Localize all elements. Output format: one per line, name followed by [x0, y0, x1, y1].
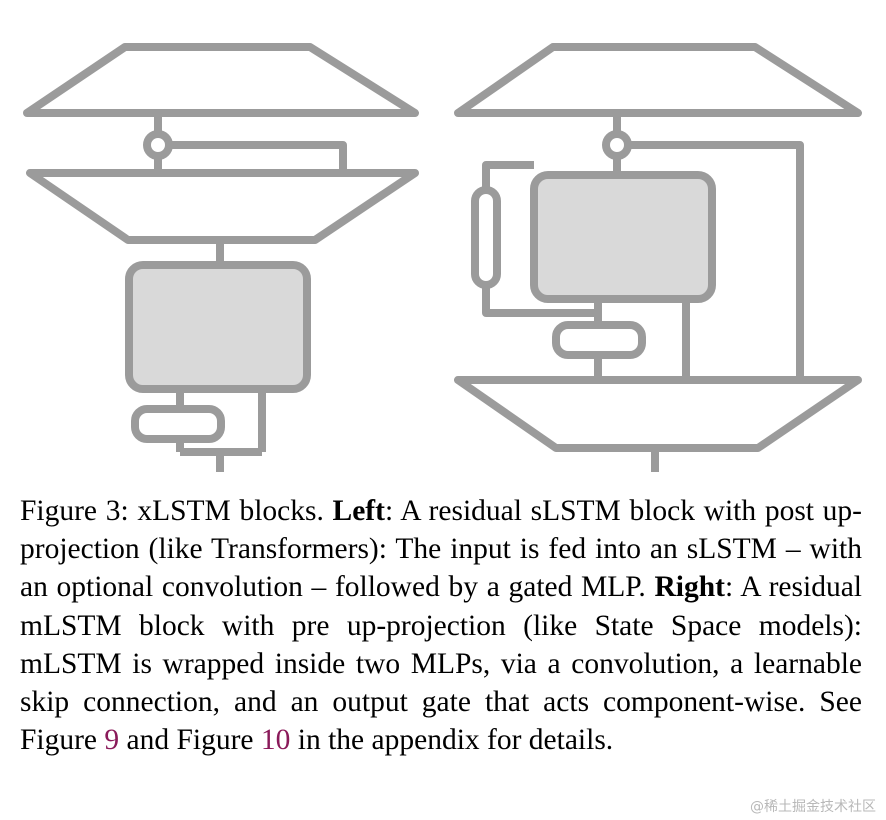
right-learnable-skip-bottom: [482, 285, 598, 317]
right-gate-circle: [602, 130, 632, 160]
left-gate-circle: [143, 130, 173, 160]
right-mlstm-block: [454, 43, 862, 472]
right-conv-box: [552, 321, 646, 359]
caption-left-label: Left: [332, 495, 385, 527]
right-learnable-skip-top: [482, 161, 534, 190]
caption-intro: xLSTM blocks.: [128, 495, 333, 527]
caption-figure-label: Figure 3:: [20, 495, 129, 527]
left-bottom-trapezoid: [26, 169, 419, 244]
caption-right-text: : A residual mLSTM block with pre up-pro…: [20, 571, 862, 757]
right-bottom-trapezoid: [454, 376, 862, 452]
right-top-trapezoid: [454, 43, 862, 117]
left-skip-line: [169, 141, 347, 173]
figure-diagram: [23, 43, 862, 472]
left-slstm-block: [23, 43, 419, 472]
left-conv-box: [131, 405, 225, 443]
watermark: @稀土掘金技术社区: [750, 799, 876, 815]
left-slstm-box: [125, 261, 311, 393]
right-skip-line: [628, 141, 804, 380]
caption-left-text: : A residual sLSTM block with post up-pr…: [20, 495, 862, 604]
xlstm-blocks-diagram: [23, 43, 862, 472]
figure-9-link[interactable]: 9: [104, 724, 120, 757]
caption-right-label: Right: [654, 571, 725, 604]
right-learnable-skip-box: [471, 186, 501, 289]
caption-end-text: in the appendix for details.: [290, 724, 614, 757]
left-top-trapezoid: [23, 43, 419, 117]
right-mlstm-box: [530, 171, 716, 303]
figure-10-link[interactable]: 10: [260, 724, 291, 757]
caption-mid-text: and Figure: [119, 724, 261, 757]
figure-caption: Figure 3: xLSTM blocks. Left: A residual…: [20, 492, 862, 759]
